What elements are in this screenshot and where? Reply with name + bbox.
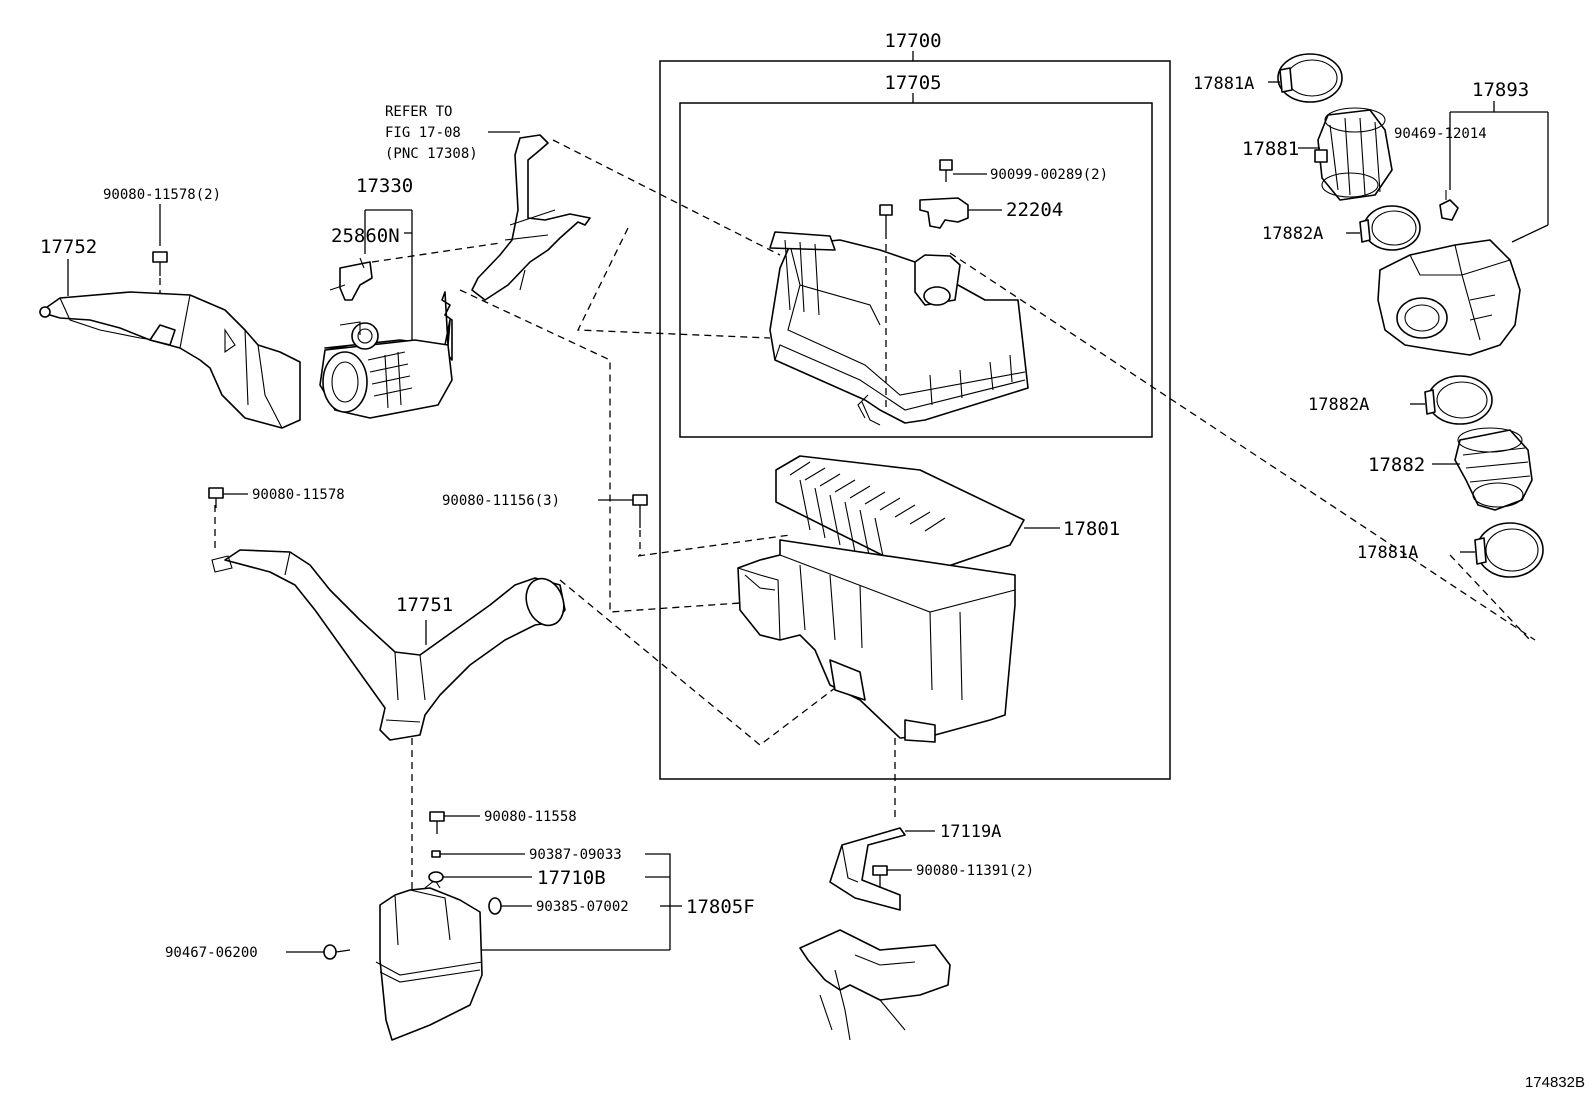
- label-25860N: 25860N: [331, 225, 400, 247]
- breather-hose: [471, 131, 591, 301]
- air-intake-duct-17752: [39, 259, 301, 429]
- grommet-90387-09033: [431, 850, 525, 858]
- label-90469-12014: 90469-12014: [1394, 126, 1487, 142]
- air-flow-meter-body: [319, 291, 453, 419]
- label-17882: 17882: [1368, 454, 1425, 476]
- air-connector-17893: [1377, 239, 1521, 356]
- clip-17710B: [428, 871, 532, 883]
- label-90467-06200: 90467-06200: [165, 945, 258, 961]
- clamp-17882A-lower: [1410, 375, 1493, 425]
- figure-id: 174832B: [1525, 1074, 1585, 1091]
- label-17881A-bottom: 17881A: [1357, 543, 1418, 563]
- label-90080-11391-2: 90080-11391(2): [916, 863, 1034, 879]
- label-17893: 17893: [1472, 79, 1529, 101]
- bolt-90080-11156-3: [598, 494, 648, 556]
- label-22204: 22204: [1006, 199, 1063, 221]
- label-90080-11558: 90080-11558: [484, 809, 577, 825]
- label-17710B: 17710B: [537, 867, 606, 889]
- bolt-90467-06200: [286, 944, 351, 960]
- clamp-17882A-upper: [1346, 205, 1421, 251]
- clip-90469-12014: [1439, 190, 1459, 221]
- label-17700: 17700: [884, 30, 941, 52]
- label-17882A-lower: 17882A: [1308, 395, 1369, 415]
- label-90080-11156-3: 90080-11156(3): [442, 493, 560, 509]
- label-90387-09033: 90387-09033: [529, 847, 622, 863]
- label-17881: 17881: [1242, 138, 1299, 160]
- label-refer-fig: FIG 17-08: [385, 125, 461, 141]
- air-intake-duct-17751: [211, 549, 566, 741]
- label-17330: 17330: [356, 175, 413, 197]
- air-cleaner-assembly-box: [659, 60, 1171, 780]
- label-17751: 17751: [396, 594, 453, 616]
- label-17805F: 17805F: [686, 896, 755, 918]
- bolt-90080-11578: [208, 487, 248, 508]
- label-17705: 17705: [884, 72, 941, 94]
- clamp-17881A-bottom: [1460, 522, 1544, 578]
- intake-air-temp-sensor: [919, 197, 1002, 229]
- screw-90099-00289: [939, 159, 987, 182]
- label-17119A: 17119A: [940, 822, 1001, 842]
- air-hose-17882: [1432, 427, 1533, 511]
- label-90080-11578-2: 90080-11578(2): [103, 187, 221, 203]
- vsv-valve: [329, 257, 373, 301]
- label-90080-11578: 90080-11578: [252, 487, 345, 503]
- label-17801: 17801: [1063, 518, 1120, 540]
- label-17752: 17752: [40, 236, 97, 258]
- cap-screw: [879, 204, 893, 232]
- clamp-17881A-top: [1268, 53, 1343, 103]
- bolt-90080-11391-2: [872, 865, 912, 888]
- air-cleaner-cap-box: [679, 102, 1153, 438]
- cushion-90385-07002: [488, 897, 532, 915]
- body-panel: [799, 929, 951, 1041]
- bolt-90080-11558: [429, 811, 480, 834]
- air-filter-element: [775, 455, 1060, 576]
- bolt-90080-11578-2: [152, 204, 168, 276]
- label-90099-00289-2: 90099-00289(2): [990, 167, 1108, 183]
- air-cleaner-case: [737, 539, 1016, 743]
- label-refer-pnc: (PNC 17308): [385, 146, 478, 162]
- label-90385-07002: 90385-07002: [536, 899, 629, 915]
- air-flow-meter-17881: [1298, 107, 1393, 201]
- label-17882A-upper: 17882A: [1262, 224, 1323, 244]
- label-refer-to: REFER TO: [385, 104, 452, 120]
- bracket-17119A: [829, 827, 935, 911]
- air-cleaner-cap: [769, 231, 1029, 426]
- label-17881A-top: 17881A: [1193, 74, 1254, 94]
